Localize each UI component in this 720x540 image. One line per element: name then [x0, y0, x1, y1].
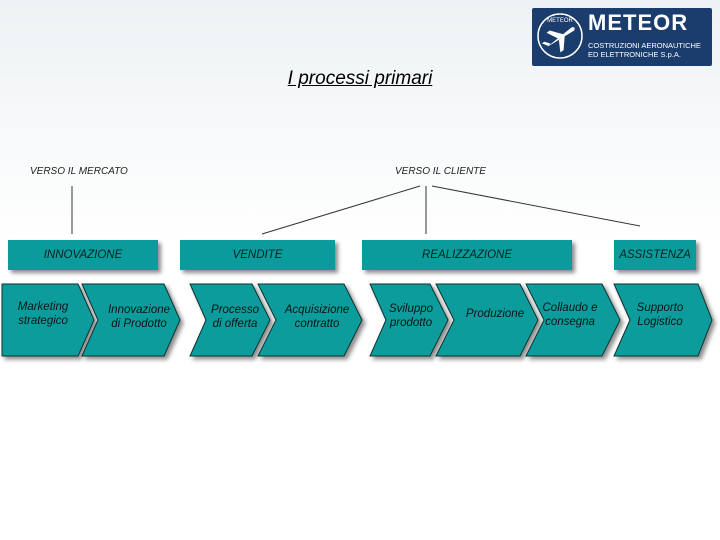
- phase-assistenza-label: ASSISTENZA: [619, 249, 691, 261]
- step-label-processo: Processo di offerta: [202, 303, 268, 331]
- logo-emblem-text: METEOR: [547, 18, 573, 24]
- chevron-marketing-strategico: [1, 283, 95, 357]
- chevron-acquisizione-contratto: [257, 283, 363, 357]
- company-logo: METEOR METEOR COSTRUZIONI AERONAUTICHE E…: [532, 8, 712, 66]
- step-label-sviluppo-line1: Sviluppo: [388, 303, 434, 315]
- step-label-processo-line2: di offerta: [212, 318, 258, 330]
- chevron-supporto-logistico: [613, 283, 713, 357]
- step-label-innovazione: Innovazione di Prodotto: [100, 303, 178, 331]
- phase-innovazione-label: INNOVAZIONE: [43, 249, 123, 261]
- step-label-collaudo-line1: Collaudo e: [542, 302, 598, 314]
- phase-innovazione: INNOVAZIONE: [8, 240, 158, 270]
- logo-background: METEOR: [532, 8, 712, 66]
- logo-name: METEOR: [588, 10, 689, 35]
- phase-assistenza: ASSISTENZA: [614, 240, 696, 270]
- chevron-innovazione-prodotto: [81, 283, 181, 357]
- step-label-produzione-line1: Produzione: [465, 308, 525, 320]
- chevron-produzione: [435, 283, 539, 357]
- step-label-sviluppo-line2: prodotto: [389, 317, 433, 329]
- step-label-marketing-line1: Marketing: [17, 301, 69, 313]
- airplane-icon: [541, 27, 575, 53]
- chevron-collaudo-consegna: [525, 283, 621, 357]
- step-label-innovazione-line2: di Prodotto: [111, 318, 167, 330]
- chevron-processo-offerta: [189, 283, 271, 357]
- step-label-sviluppo: Sviluppo prodotto: [380, 302, 442, 330]
- chevron-sviluppo-prodotto: [369, 283, 449, 357]
- logo-subtitle-line1: COSTRUZIONI AERONAUTICHE: [588, 41, 701, 50]
- step-label-acquisizione-line2: contratto: [294, 318, 340, 330]
- step-label-supporto: Supporto Logistico: [624, 301, 696, 329]
- phase-realizzazione: REALIZZAZIONE: [362, 240, 572, 270]
- category-market-label: VERSO IL MERCATO: [30, 166, 128, 177]
- phase-vendite-label: VENDITE: [232, 249, 283, 261]
- step-label-supporto-line1: Supporto: [636, 302, 684, 314]
- connector-client-right: [431, 185, 641, 227]
- category-client-label: VERSO IL CLIENTE: [395, 166, 486, 177]
- step-label-produzione: Produzione: [458, 307, 532, 321]
- logo-subtitle-line2: ED ELETTRONICHE S.p.A.: [588, 50, 681, 59]
- step-label-acquisizione-line1: Acquisizione: [284, 304, 350, 316]
- connector-client-left: [261, 185, 421, 235]
- step-label-acquisizione: Acquisizione contratto: [278, 303, 356, 331]
- step-label-supporto-line2: Logistico: [637, 316, 683, 328]
- step-label-innovazione-line1: Innovazione: [107, 304, 171, 316]
- step-label-marketing: Marketing strategico: [8, 300, 78, 328]
- slide-title: I processi primari: [287, 68, 433, 89]
- step-label-processo-line1: Processo: [211, 304, 259, 316]
- phase-vendite: VENDITE: [180, 240, 335, 270]
- phase-realizzazione-label: REALIZZAZIONE: [421, 249, 513, 261]
- step-label-collaudo-line2: consegna: [545, 316, 595, 328]
- step-label-marketing-line2: strategico: [18, 315, 68, 327]
- step-label-collaudo: Collaudo e consegna: [532, 301, 608, 329]
